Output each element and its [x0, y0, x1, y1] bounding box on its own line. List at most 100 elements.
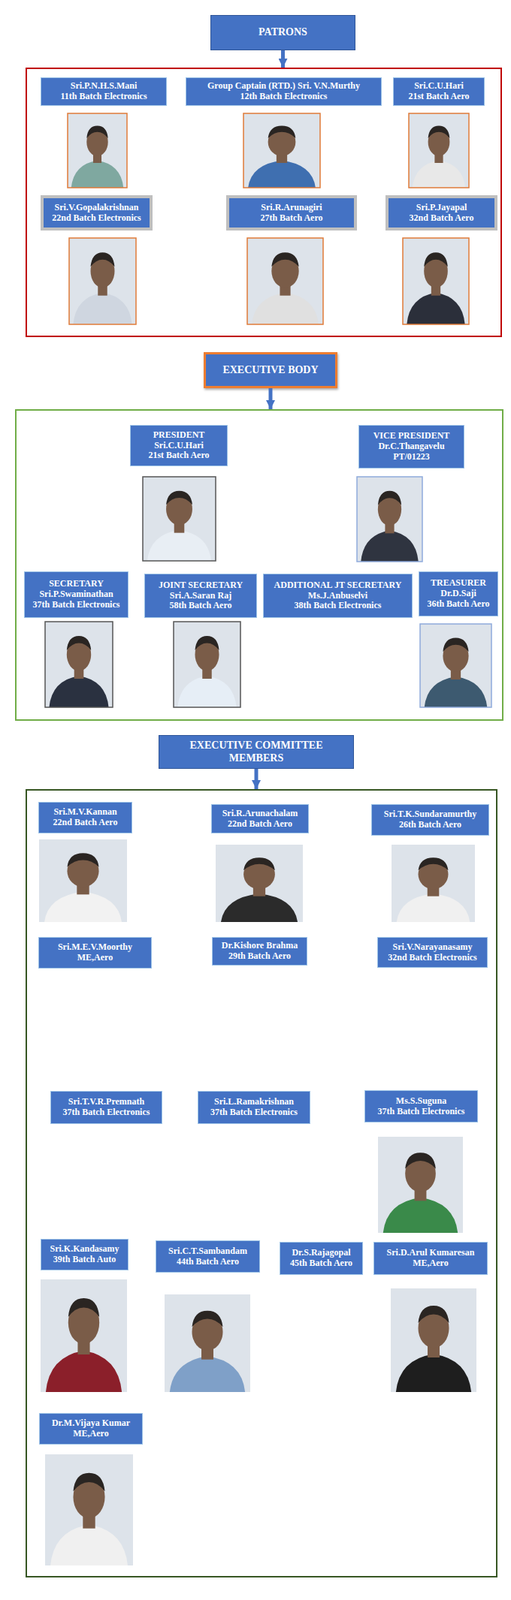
- patron-photo: [408, 113, 469, 188]
- member-box: Sri.K.Kandasamy39th Batch Auto: [40, 1239, 129, 1272]
- role-title: TREASURER: [430, 578, 487, 590]
- photo-frame: [142, 477, 216, 562]
- person-text: Sri.D.Arul Kumaresan: [387, 1248, 475, 1260]
- person-text: Dr.M.Vijaya Kumar: [51, 1419, 131, 1431]
- person-text: Sri.V.Gopalakrishnan: [54, 202, 140, 214]
- member-photo: [215, 845, 303, 923]
- person-text: 32nd Batch Electronics: [387, 953, 477, 965]
- role-title: SECRETARY: [48, 579, 104, 590]
- person-text: Ms.J.Anbuselvi: [308, 591, 368, 602]
- member-box: Ms.S.Suguna37th Batch Electronics: [364, 1091, 478, 1124]
- person-text: ME,Aero: [412, 1259, 448, 1270]
- member-photo: [390, 1289, 477, 1394]
- patrons-frame: Sri.P.N.H.S.Mani11th Batch Electronics Gr…: [25, 67, 502, 338]
- person-text: Sri.R.Arunachalam: [222, 809, 299, 820]
- officer-photo: [142, 477, 216, 562]
- photo-frame: [69, 238, 137, 325]
- person-text: 11th Batch Electronics: [60, 91, 147, 103]
- person-text: Sri.P.Jayapal: [416, 202, 468, 214]
- person-text: 44th Batch Aero: [176, 1257, 239, 1269]
- person-text: Dr.S.Rajagopal: [291, 1248, 351, 1260]
- patron-photo: [402, 238, 469, 325]
- member-box: Sri.L.Ramakrishnan37th Batch Electronics: [197, 1091, 311, 1125]
- person-text: Sri.V.Narayanasamy: [393, 943, 473, 954]
- person-text: Sri.A.Saran Raj: [169, 591, 232, 602]
- person-text: PT/01223: [393, 452, 430, 463]
- committee-photos: [39, 840, 477, 1567]
- officer-box: ADDITIONAL JT SECRETARYMs.J.Anbuselvi38t…: [263, 574, 413, 619]
- officer-photo: [356, 477, 423, 563]
- officer-box: SECRETARYSri.P.Swaminathan37th Batch Ele…: [24, 571, 129, 619]
- member-photo: [40, 1280, 127, 1394]
- member-box: Sri.M.V.Kannan22nd Batch Aero: [38, 802, 133, 835]
- photo-frame: [243, 113, 321, 188]
- section-header: EXECUTIVE COMMITTEE MEMBERS: [158, 735, 354, 770]
- patron-photo: [69, 238, 137, 325]
- person-text: Sri.C.U.Hari: [414, 81, 464, 92]
- committee-frame: Sri.M.V.Kannan22nd Batch Aero Sri.R.Aruna…: [25, 789, 498, 1579]
- member-box: Sri.T.V.R.Premnath37th Batch Electronics: [50, 1091, 163, 1125]
- person-text: 27th Batch Aero: [260, 213, 323, 224]
- member-box: Sri.D.Arul KumaresanME,Aero: [373, 1242, 488, 1276]
- photo-frame: [45, 622, 113, 708]
- person-text: Sri.T.K.Sundaramurthy: [384, 810, 477, 821]
- member-photo: [164, 1295, 251, 1394]
- member-box: Dr.M.Vijaya KumarME,Aero: [39, 1414, 143, 1446]
- patron-box: Sri.C.U.Hari21st Batch Aero: [393, 77, 485, 106]
- member-box: Sri.T.K.Sundaramurthy26th Batch Aero: [371, 804, 490, 837]
- person-text: 26th Batch Aero: [399, 820, 462, 832]
- person-text: 22nd Batch Aero: [53, 818, 118, 829]
- person-text: Sri.K.Kandasamy: [49, 1245, 119, 1256]
- section-header: EXECUTIVE BODY: [203, 352, 338, 389]
- person-text: Dr.Kishore Brahma: [221, 941, 298, 953]
- patron-box: Sri.V.Gopalakrishnan22nd Batch Electroni…: [40, 195, 153, 231]
- photo-frame: [402, 238, 469, 325]
- person-text: 37th Batch Electronics: [210, 1108, 298, 1119]
- section-title: EXECUTIVE BODY: [222, 364, 318, 378]
- member-photo: [377, 1137, 463, 1234]
- member-box: Sri.V.Narayanasamy32nd Batch Electronics: [377, 937, 488, 969]
- executive-photos: [45, 477, 492, 708]
- role-title: PRESIDENT: [153, 430, 206, 442]
- patron-box: Sri.P.N.H.S.Mani11th Batch Electronics: [40, 77, 167, 106]
- patron-box: Sri.P.Jayapal32nd Batch Aero: [385, 195, 498, 231]
- person-text: 38th Batch Electronics: [294, 601, 382, 612]
- person-text: ME,Aero: [72, 1430, 109, 1441]
- member-photo: [39, 840, 127, 923]
- person-text: Group Captain (RTD.) Sri. V.N.Murthy: [207, 81, 360, 92]
- flow-arrow: [269, 388, 273, 410]
- officer-box: JOINT SECRETARYSri.A.Saran Raj58th Batch…: [144, 574, 258, 619]
- person-text: 32nd Batch Aero: [409, 213, 475, 224]
- member-box: Dr.S.Rajagopal45th Batch Aero: [279, 1242, 363, 1276]
- person-text: 12th Batch Electronics: [240, 91, 328, 103]
- officer-photo: [45, 622, 113, 708]
- flow-arrow: [254, 769, 259, 790]
- person-text: 37th Batch Electronics: [377, 1107, 466, 1119]
- officer-box: VICE PRESIDENTDr.C.ThangaveluPT/01223: [358, 425, 465, 469]
- patron-photo: [67, 113, 127, 188]
- person-text: 58th Batch Aero: [169, 601, 232, 612]
- patron-photo: [247, 238, 324, 325]
- executive-frame: PRESIDENTSri.C.U.Hari21st Batch Aero VICE…: [15, 409, 504, 722]
- section-title: EXECUTIVE COMMITTEE MEMBERS: [163, 740, 349, 766]
- officer-photo: [420, 624, 492, 708]
- photo-frame: [408, 113, 469, 188]
- role-title: JOINT SECRETARY: [158, 580, 243, 592]
- person-text: Sri.P.Swaminathan: [39, 589, 113, 601]
- officer-box: PRESIDENTSri.C.U.Hari21st Batch Aero: [130, 425, 228, 467]
- person-text: Sri.T.V.R.Premnath: [68, 1097, 145, 1109]
- patron-box: Sri.R.Arunagiri27th Batch Aero: [226, 195, 357, 231]
- member-box: Sri.M.E.V.MoorthyME,Aero: [38, 937, 152, 970]
- role-title: ADDITIONAL JT SECRETARY: [274, 580, 403, 592]
- person-text: Dr.D.Saji: [440, 589, 477, 600]
- person-text: 39th Batch Auto: [53, 1255, 116, 1267]
- person-text: 36th Batch Aero: [426, 599, 490, 611]
- person-text: 37th Batch Electronics: [63, 1108, 151, 1119]
- person-text: Ms.S.Suguna: [396, 1097, 447, 1108]
- person-text: Sri.L.Ramakrishnan: [214, 1097, 294, 1109]
- member-box: Sri.C.T.Sambandam44th Batch Aero: [155, 1241, 261, 1274]
- patron-box: Group Captain (RTD.) Sri. V.N.Murthy12th…: [185, 77, 382, 106]
- section-title: PATRONS: [258, 26, 308, 40]
